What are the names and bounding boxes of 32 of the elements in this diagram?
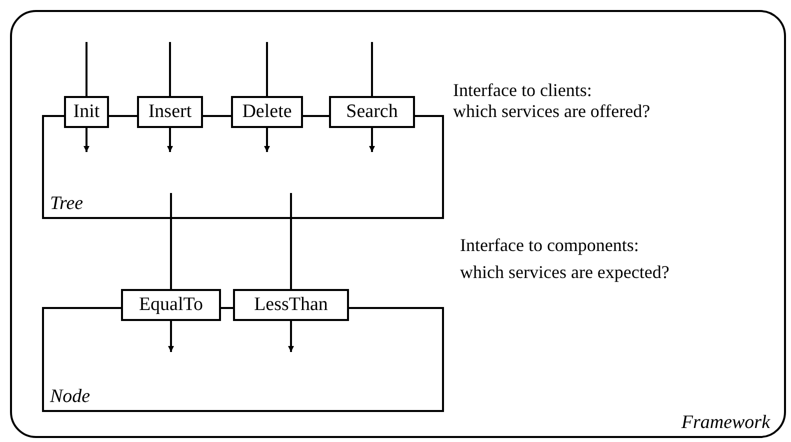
interface-name: Search	[346, 102, 398, 122]
interface-name: Delete	[242, 102, 292, 122]
annotation-text: which services are offered?	[453, 101, 650, 123]
annotation-text: Interface to components:	[460, 235, 639, 257]
connector-line	[169, 42, 171, 96]
arrow	[369, 128, 375, 152]
interface-name: Insert	[148, 102, 192, 122]
framework-label: Framework	[681, 413, 770, 434]
interface-name: EqualTo	[138, 294, 204, 316]
interface-name: LessThan	[254, 294, 328, 316]
arrow	[264, 128, 270, 152]
interface-box	[121, 289, 221, 321]
component-label: Node	[50, 387, 90, 408]
connector-line	[371, 42, 373, 96]
component-label: Tree	[50, 194, 84, 215]
interface-box	[137, 96, 203, 128]
connector-line	[170, 193, 172, 289]
arrow	[167, 128, 173, 152]
arrow	[168, 321, 174, 352]
framework-frame	[10, 10, 786, 438]
interface-box	[329, 96, 415, 128]
connector-line	[266, 42, 268, 96]
arrow	[288, 321, 294, 352]
interface-name: Init	[73, 102, 100, 122]
connector-line	[290, 193, 292, 289]
annotation-text: Interface to clients:	[453, 80, 592, 102]
interface-box	[231, 96, 303, 128]
annotation-text: which services are expected?	[460, 262, 670, 284]
arrow	[84, 128, 90, 152]
interface-box	[233, 289, 349, 321]
connector-line	[86, 42, 88, 96]
interface-box	[64, 96, 109, 128]
